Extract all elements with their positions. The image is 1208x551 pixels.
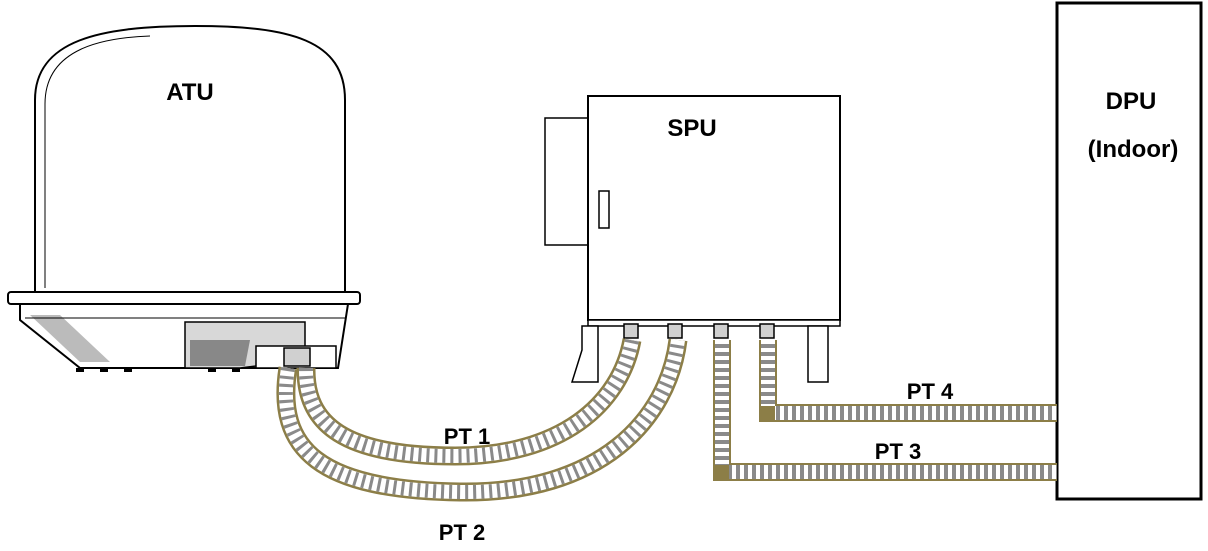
pt4-label: PT 4	[907, 379, 954, 404]
spu-unit: SPU	[544, 95, 841, 383]
atu-rim	[7, 291, 361, 305]
cable-pt4	[759, 340, 1057, 422]
spu-label: SPU	[667, 115, 716, 142]
pt1-label: PT 1	[444, 424, 490, 449]
cable-pt2	[276, 338, 688, 502]
atu-feet	[76, 368, 240, 372]
dpu-label-line1: DPU	[1106, 88, 1157, 115]
atu-dome	[34, 24, 346, 293]
spu-side-bracket	[544, 117, 590, 246]
atu-unit: ATU	[7, 24, 361, 372]
spu-body	[587, 95, 841, 321]
pt3-label: PT 3	[875, 439, 921, 464]
cable-pt1	[296, 338, 642, 466]
atu-base-shadow	[30, 315, 110, 362]
dpu-unit: DPU (Indoor)	[1055, 1, 1203, 501]
spu-ports	[623, 323, 775, 339]
cable-pt3	[713, 340, 1057, 481]
spu-leg-left	[570, 325, 599, 383]
dpu-box	[1055, 1, 1203, 501]
atu-base-recess-dark	[190, 340, 250, 366]
spu-leg-right	[807, 325, 829, 383]
dpu-label-line2: (Indoor)	[1088, 136, 1179, 163]
spu-door-handle	[598, 190, 610, 229]
atu-label: ATU	[166, 79, 214, 106]
atu-dome-shading	[44, 35, 151, 288]
atu-connector	[283, 347, 311, 367]
pt2-label: PT 2	[439, 520, 485, 545]
